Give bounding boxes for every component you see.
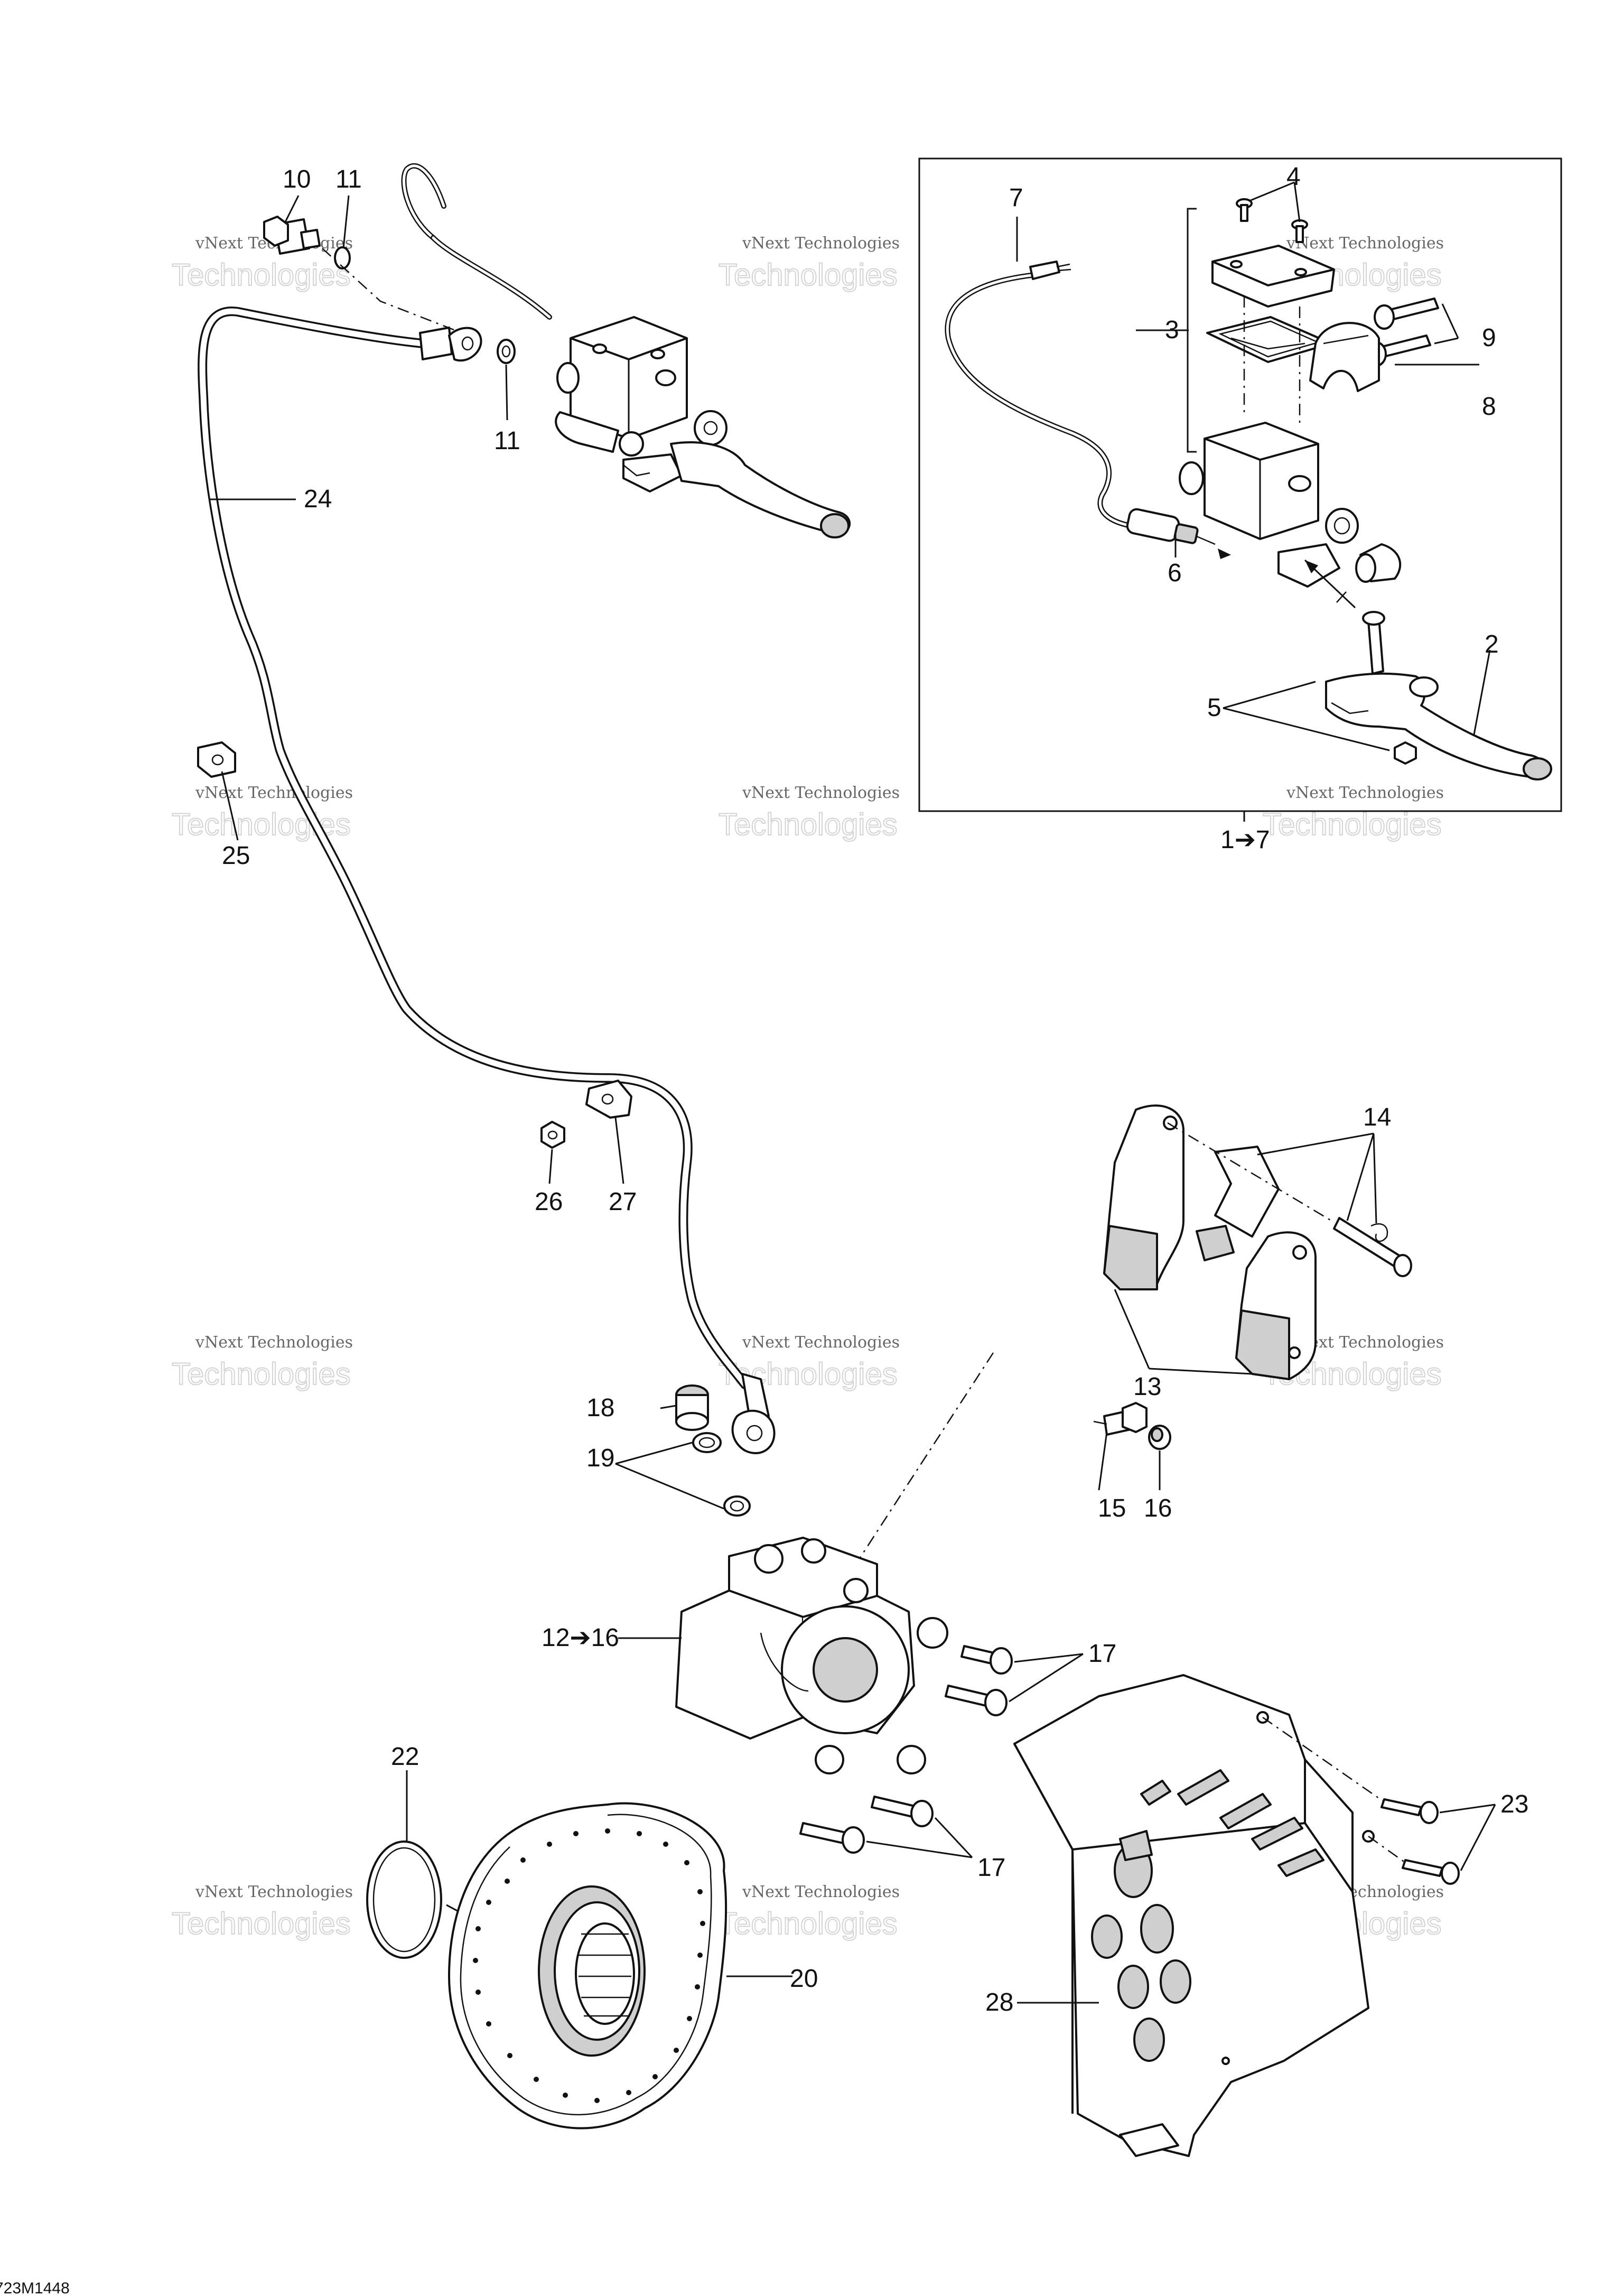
callout-19: 19 bbox=[586, 1444, 614, 1472]
svg-text:Technologies: Technologies bbox=[1263, 807, 1442, 842]
callout-28: 28 bbox=[985, 1988, 1013, 2016]
svg-text:vNext Technologies: vNext Technologies bbox=[195, 1883, 353, 1901]
callout-17: 17 bbox=[1088, 1640, 1116, 1668]
callout-labels: 10 11 11 24 25 26 27 18 19 12➔16 15 16 1… bbox=[222, 163, 1528, 2016]
brake-disc-icon bbox=[448, 1802, 727, 2130]
watermark: Technologies vNext Technologies bbox=[171, 1883, 353, 1941]
callout-15: 15 bbox=[1098, 1494, 1126, 1522]
callout-26: 26 bbox=[535, 1188, 563, 1216]
callout-9: 9 bbox=[1482, 324, 1496, 352]
callout-10: 10 bbox=[283, 165, 311, 193]
callout-22: 22 bbox=[391, 1743, 419, 1771]
watermark: Technologies vNext Technologies bbox=[718, 784, 900, 842]
callout-13: 13 bbox=[1133, 1373, 1161, 1401]
callout-27: 27 bbox=[609, 1188, 637, 1216]
callout-18: 18 bbox=[586, 1394, 614, 1422]
svg-text:Technologies: Technologies bbox=[719, 1907, 898, 1941]
bleeder-screw-icon bbox=[1093, 1402, 1148, 1436]
cover-screw-icon bbox=[1236, 198, 1308, 243]
caliper-bolt-icon bbox=[799, 1645, 1013, 1854]
brake-light-switch-icon bbox=[1126, 508, 1231, 559]
guard-screw-icon bbox=[1381, 1798, 1460, 1885]
dust-boot-icon bbox=[1336, 543, 1402, 603]
reservoir-cover-icon bbox=[1211, 245, 1335, 308]
callout-12-16: 12➔16 bbox=[542, 1624, 619, 1652]
callout-24: 24 bbox=[304, 485, 332, 513]
svg-text:vNext Technologies: vNext Technologies bbox=[742, 234, 900, 253]
callout-5: 5 bbox=[1207, 694, 1221, 722]
brake-pads-icon bbox=[1103, 1104, 1317, 1380]
svg-text:vNext Technologies: vNext Technologies bbox=[195, 784, 353, 802]
callout-25: 25 bbox=[222, 842, 250, 870]
banjo-bolt-icon bbox=[675, 1384, 709, 1431]
svg-text:Technologies: Technologies bbox=[172, 1907, 351, 1941]
watermark: Technologies vNext Technologies bbox=[718, 234, 900, 293]
callout-11: 11 bbox=[335, 165, 362, 193]
watermark: Technologies vNext Technologies bbox=[718, 1883, 900, 1941]
caliper-washer-icon bbox=[692, 1432, 751, 1517]
svg-text:vNext Technologies: vNext Technologies bbox=[1286, 784, 1444, 802]
callout-6: 6 bbox=[1168, 559, 1182, 587]
callout-4: 4 bbox=[1286, 163, 1301, 191]
brake-caliper-icon bbox=[675, 1537, 948, 1774]
callout-2: 2 bbox=[1485, 630, 1499, 658]
master-cylinder-kit-box bbox=[918, 157, 1562, 812]
switch-wire-icon bbox=[945, 261, 1133, 528]
callout-20: 20 bbox=[790, 1965, 818, 1993]
callout-7: 7 bbox=[1009, 184, 1023, 212]
watermark: Technologies vNext Technologies bbox=[171, 1333, 353, 1392]
svg-text:vNext Technologies: vNext Technologies bbox=[195, 1333, 353, 1352]
svg-text:vNext Technologies: vNext Technologies bbox=[742, 784, 900, 802]
svg-text:vNext Technologies: vNext Technologies bbox=[1286, 234, 1444, 253]
diaphragm-icon bbox=[1206, 316, 1332, 363]
callout-14: 14 bbox=[1363, 1103, 1391, 1131]
callout-23: 23 bbox=[1500, 1790, 1528, 1818]
bleeder-cap-icon bbox=[1148, 1425, 1171, 1450]
callout-1-7: 1➔7 bbox=[1220, 826, 1270, 854]
disc-guard-icon bbox=[1013, 1674, 1375, 2157]
pad-pin-icon bbox=[1333, 1217, 1412, 1277]
svg-text:Technologies: Technologies bbox=[719, 807, 898, 842]
leader-lines bbox=[209, 181, 1496, 2004]
svg-text:vNext Technologies: vNext Technologies bbox=[742, 1333, 900, 1352]
callout-11: 11 bbox=[494, 427, 520, 455]
callout-17: 17 bbox=[977, 1854, 1005, 1882]
callout-16: 16 bbox=[1144, 1494, 1172, 1522]
svg-text:Technologies: Technologies bbox=[719, 258, 898, 292]
callout-8: 8 bbox=[1482, 393, 1496, 421]
watermark: Technologies vNext Technologies bbox=[171, 234, 353, 293]
svg-text:Technologies: Technologies bbox=[172, 1357, 351, 1391]
watermark: Technologies vNext Technologies bbox=[1262, 784, 1444, 842]
hose-clip-icon bbox=[197, 741, 236, 778]
brake-hose-icon bbox=[198, 306, 776, 1454]
watermark: Technologies vNext Technologies bbox=[171, 784, 353, 842]
svg-text:Technologies: Technologies bbox=[172, 258, 351, 292]
handlebar-clamp-icon bbox=[1309, 322, 1380, 392]
callout-3: 3 bbox=[1165, 316, 1179, 344]
nut-icon bbox=[540, 1121, 565, 1149]
pivot-bolt-icon bbox=[1362, 611, 1417, 765]
figure-code: 723M1448 bbox=[0, 2280, 70, 2296]
o-ring-icon bbox=[366, 1840, 442, 1959]
brake-lever-icon bbox=[1325, 672, 1552, 780]
master-cylinder-assembly bbox=[401, 163, 851, 538]
svg-text:vNext Technologies: vNext Technologies bbox=[742, 1883, 900, 1901]
sealing-washer-icon bbox=[334, 246, 516, 364]
master-cylinder-body-icon bbox=[1179, 296, 1359, 588]
hose-bracket-icon bbox=[585, 1080, 632, 1119]
banjo-bolt-icon bbox=[263, 216, 321, 255]
